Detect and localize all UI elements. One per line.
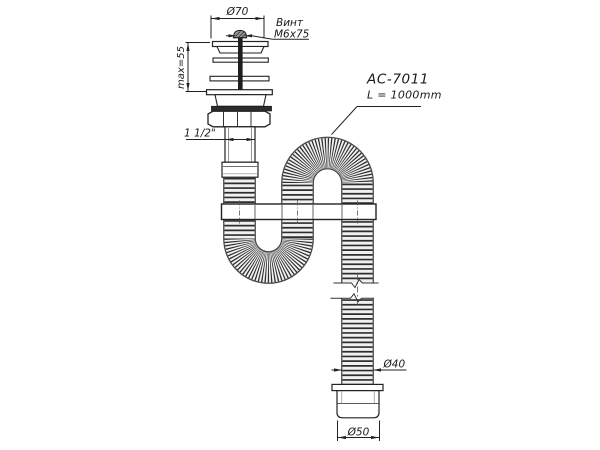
- holder-strip-clip-lines: [254, 205, 343, 219]
- outlet-flange: [331, 383, 384, 392]
- label-thread: 1 1/2": [184, 128, 216, 140]
- screw-head: [232, 29, 248, 39]
- drain-gasket: [211, 105, 272, 112]
- holder-strip-centerlines: [239, 200, 358, 224]
- dim-screw-leader: [226, 34, 309, 40]
- label-model: AC-7011: [366, 72, 429, 88]
- label-length: L = 1000mm: [367, 89, 442, 102]
- break-mark: [330, 278, 379, 303]
- union-nut: [207, 110, 271, 128]
- flex-pipe: [223, 136, 374, 386]
- dim-dia40: [331, 368, 407, 372]
- label-dia40: Ø40: [383, 359, 406, 371]
- label-dia70: Ø70: [226, 6, 249, 18]
- screw-shaft: [238, 37, 243, 90]
- dim-dia70: [210, 15, 265, 39]
- drain-bowl: [214, 94, 267, 107]
- tailpipe-collar: [221, 161, 259, 178]
- drain-bottom-flange: [205, 89, 273, 96]
- tailpipe: [224, 126, 256, 163]
- flex-pipe-rings: [224, 137, 373, 386]
- holder-strip: [220, 200, 377, 224]
- model-leader: [331, 106, 421, 135]
- label-dia50: Ø50: [347, 427, 370, 439]
- dimension-lines: [185, 15, 421, 441]
- outlet: [331, 383, 384, 419]
- dim-thread: [186, 137, 255, 142]
- dim-max55: [185, 42, 210, 92]
- dim-dia50: [337, 420, 380, 441]
- label-max55: max=55: [176, 46, 187, 89]
- drain-assembly: [205, 29, 273, 178]
- label-screw-line2: М6х75: [274, 29, 310, 41]
- label-screw-line1: Винт: [276, 17, 304, 29]
- outlet-cup: [336, 390, 380, 419]
